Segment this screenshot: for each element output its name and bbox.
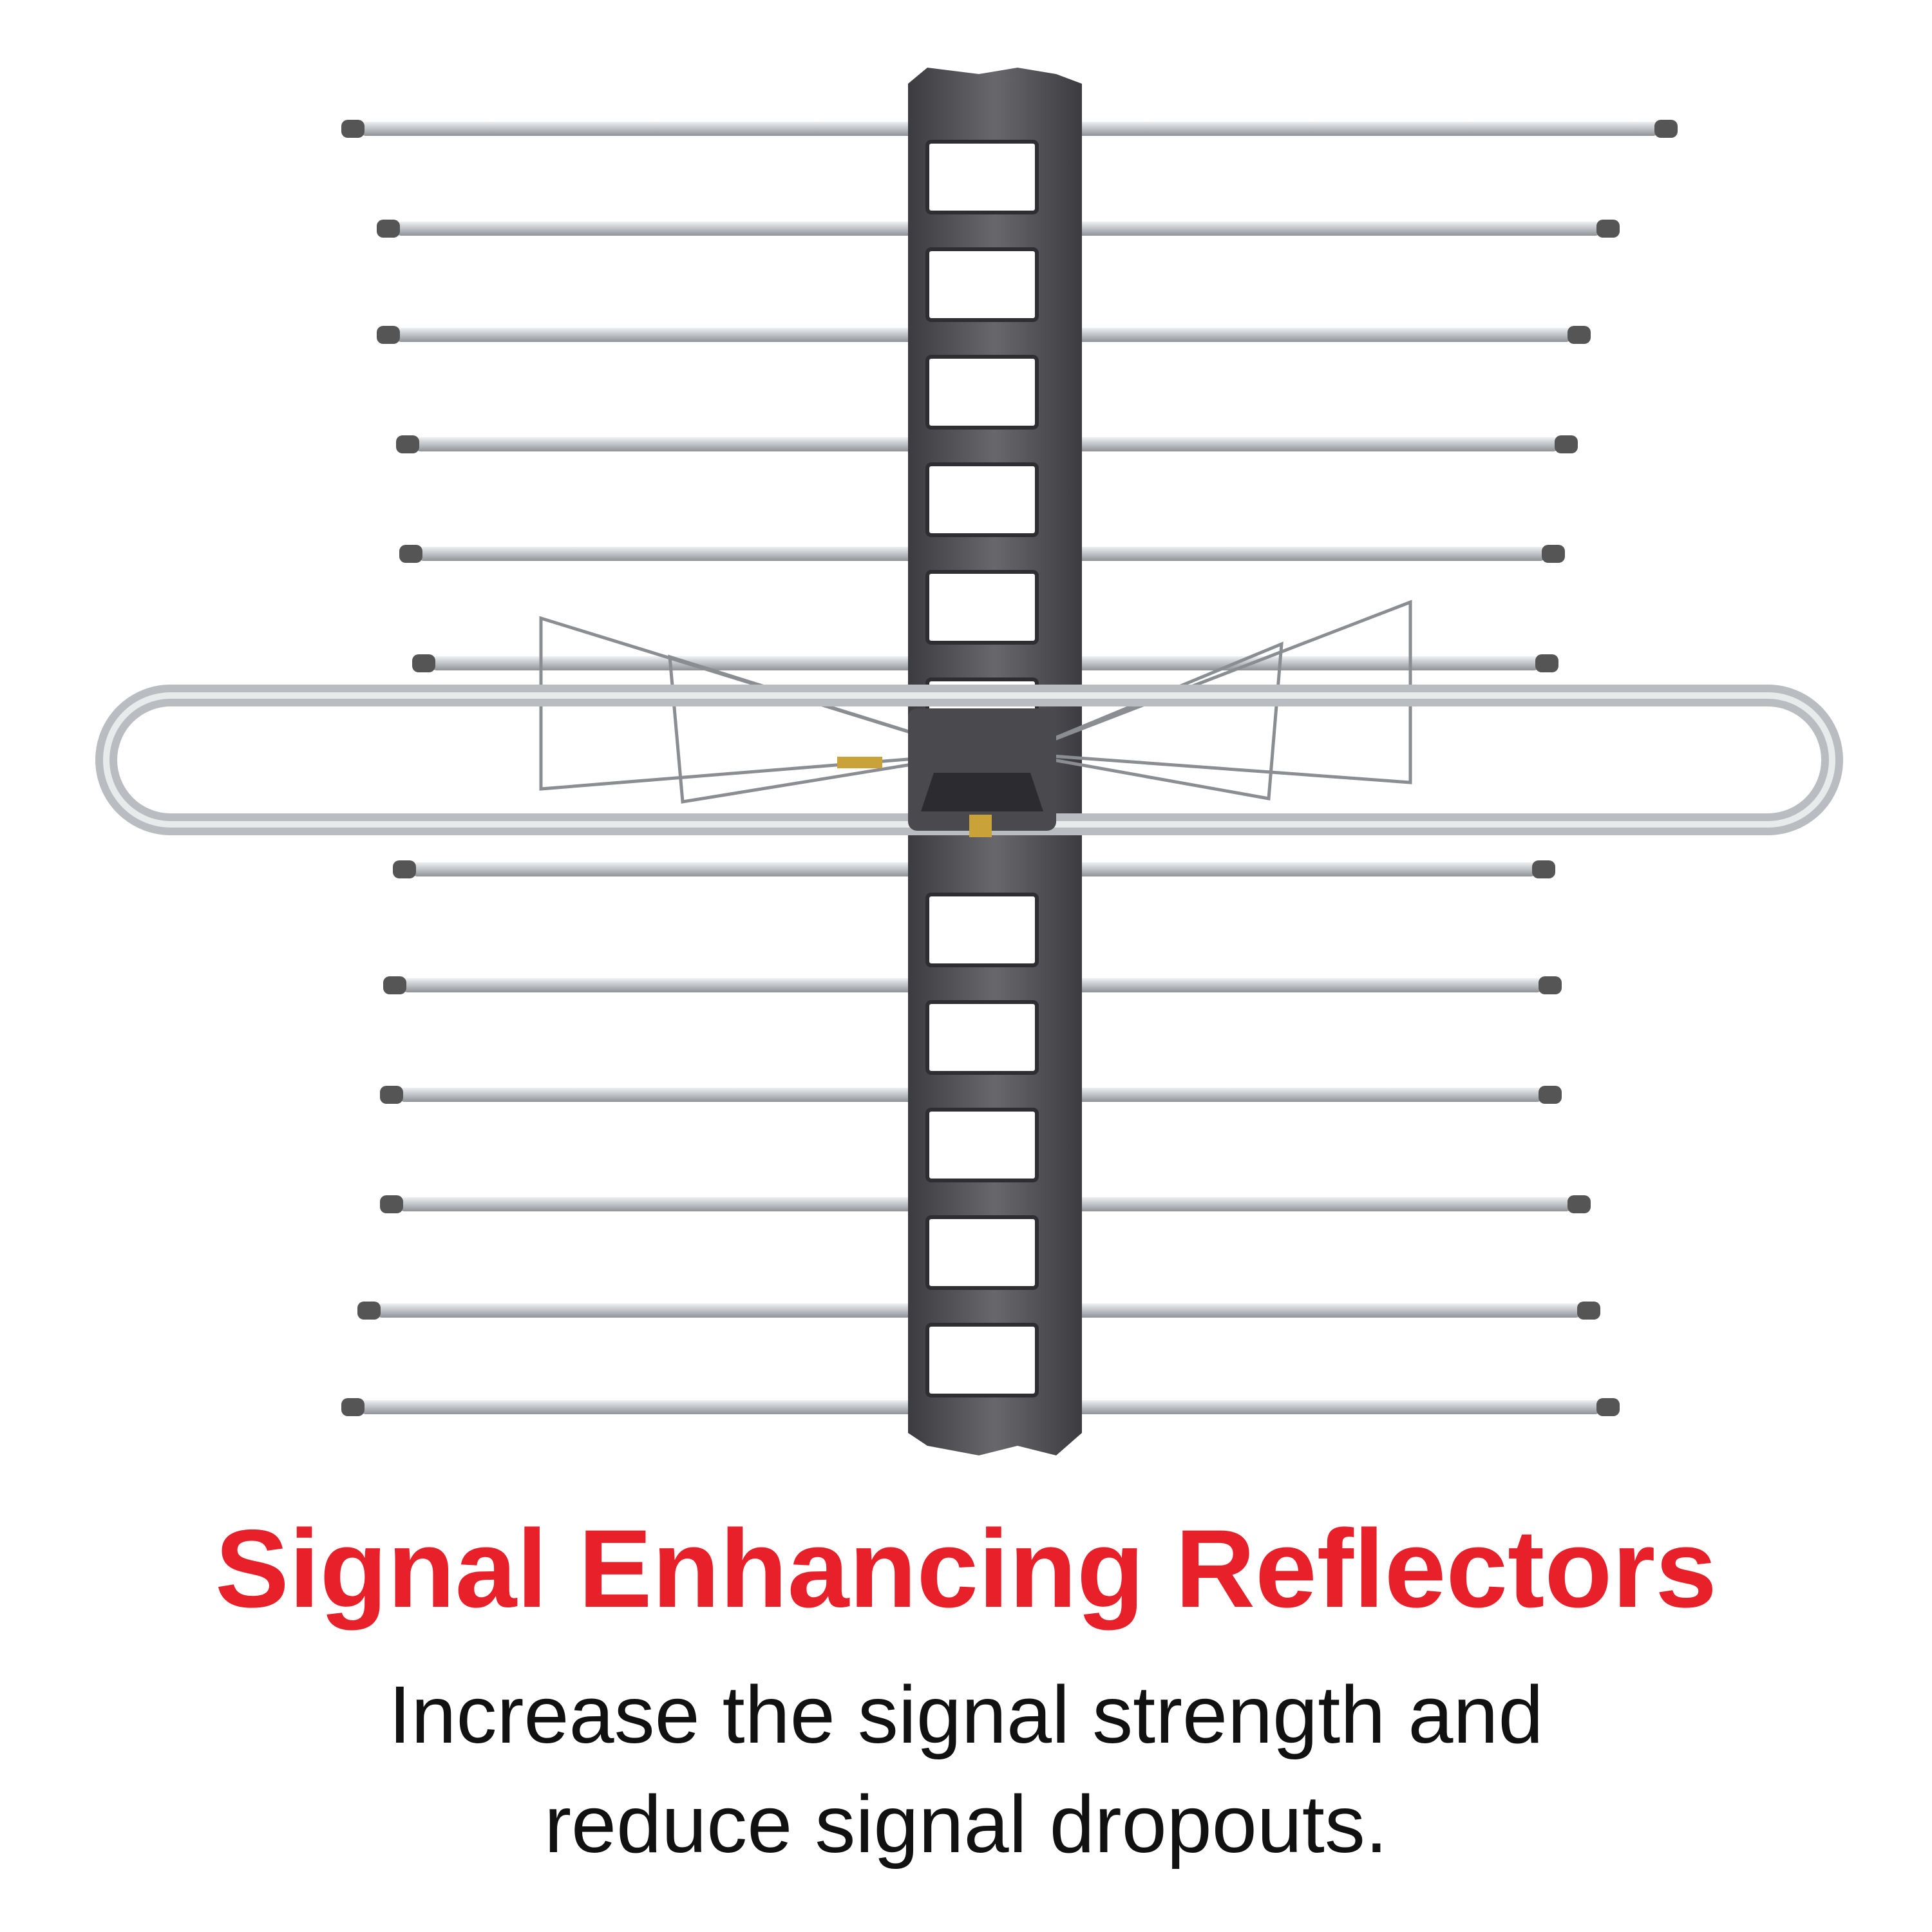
boom-windows — [925, 140, 1039, 1397]
rod-end-cap — [393, 860, 416, 878]
rod-end-cap — [1532, 860, 1555, 878]
boom-window — [925, 570, 1039, 645]
rod-end-cap — [1539, 1086, 1562, 1104]
rod-end-cap — [1539, 976, 1562, 994]
rod-end-cap — [1542, 545, 1565, 563]
boom-window — [925, 1323, 1039, 1397]
rod-end-cap — [357, 1302, 381, 1320]
caption-line-1: Increase the signal strength and — [388, 1669, 1544, 1760]
rod-end-cap — [1567, 326, 1591, 344]
boom-window — [925, 1000, 1039, 1075]
caption-line-2: reduce signal dropouts. — [544, 1779, 1388, 1870]
rod-end-cap — [383, 976, 406, 994]
rod-end-cap — [1567, 1195, 1591, 1213]
boom-window — [925, 247, 1039, 322]
rod-end-cap — [341, 120, 365, 138]
rod-end-cap — [399, 545, 422, 563]
rod-end-cap — [1596, 1398, 1620, 1416]
rod-end-cap — [396, 435, 419, 453]
feed-housing — [837, 708, 1056, 837]
boom-window — [925, 355, 1039, 430]
rod-end-cap — [377, 220, 400, 238]
rod-end-cap — [1555, 435, 1578, 453]
antenna-photo — [95, 68, 1843, 1455]
rod-end-cap — [380, 1195, 403, 1213]
headline: Signal Enhancing Reflectors — [215, 1507, 1717, 1631]
rod-end-cap — [377, 326, 400, 344]
boom-window — [925, 462, 1039, 537]
rod-end-cap — [1535, 654, 1558, 672]
rod-end-cap — [341, 1398, 365, 1416]
boom-window — [925, 893, 1039, 967]
rod-end-cap — [380, 1086, 403, 1104]
rod-end-cap — [412, 654, 435, 672]
boom-window — [925, 1108, 1039, 1182]
rod-end-cap — [1654, 120, 1678, 138]
boom-window — [925, 140, 1039, 214]
rod-end-cap — [1577, 1302, 1600, 1320]
boom-window — [925, 1215, 1039, 1290]
rod-end-cap — [1596, 220, 1620, 238]
